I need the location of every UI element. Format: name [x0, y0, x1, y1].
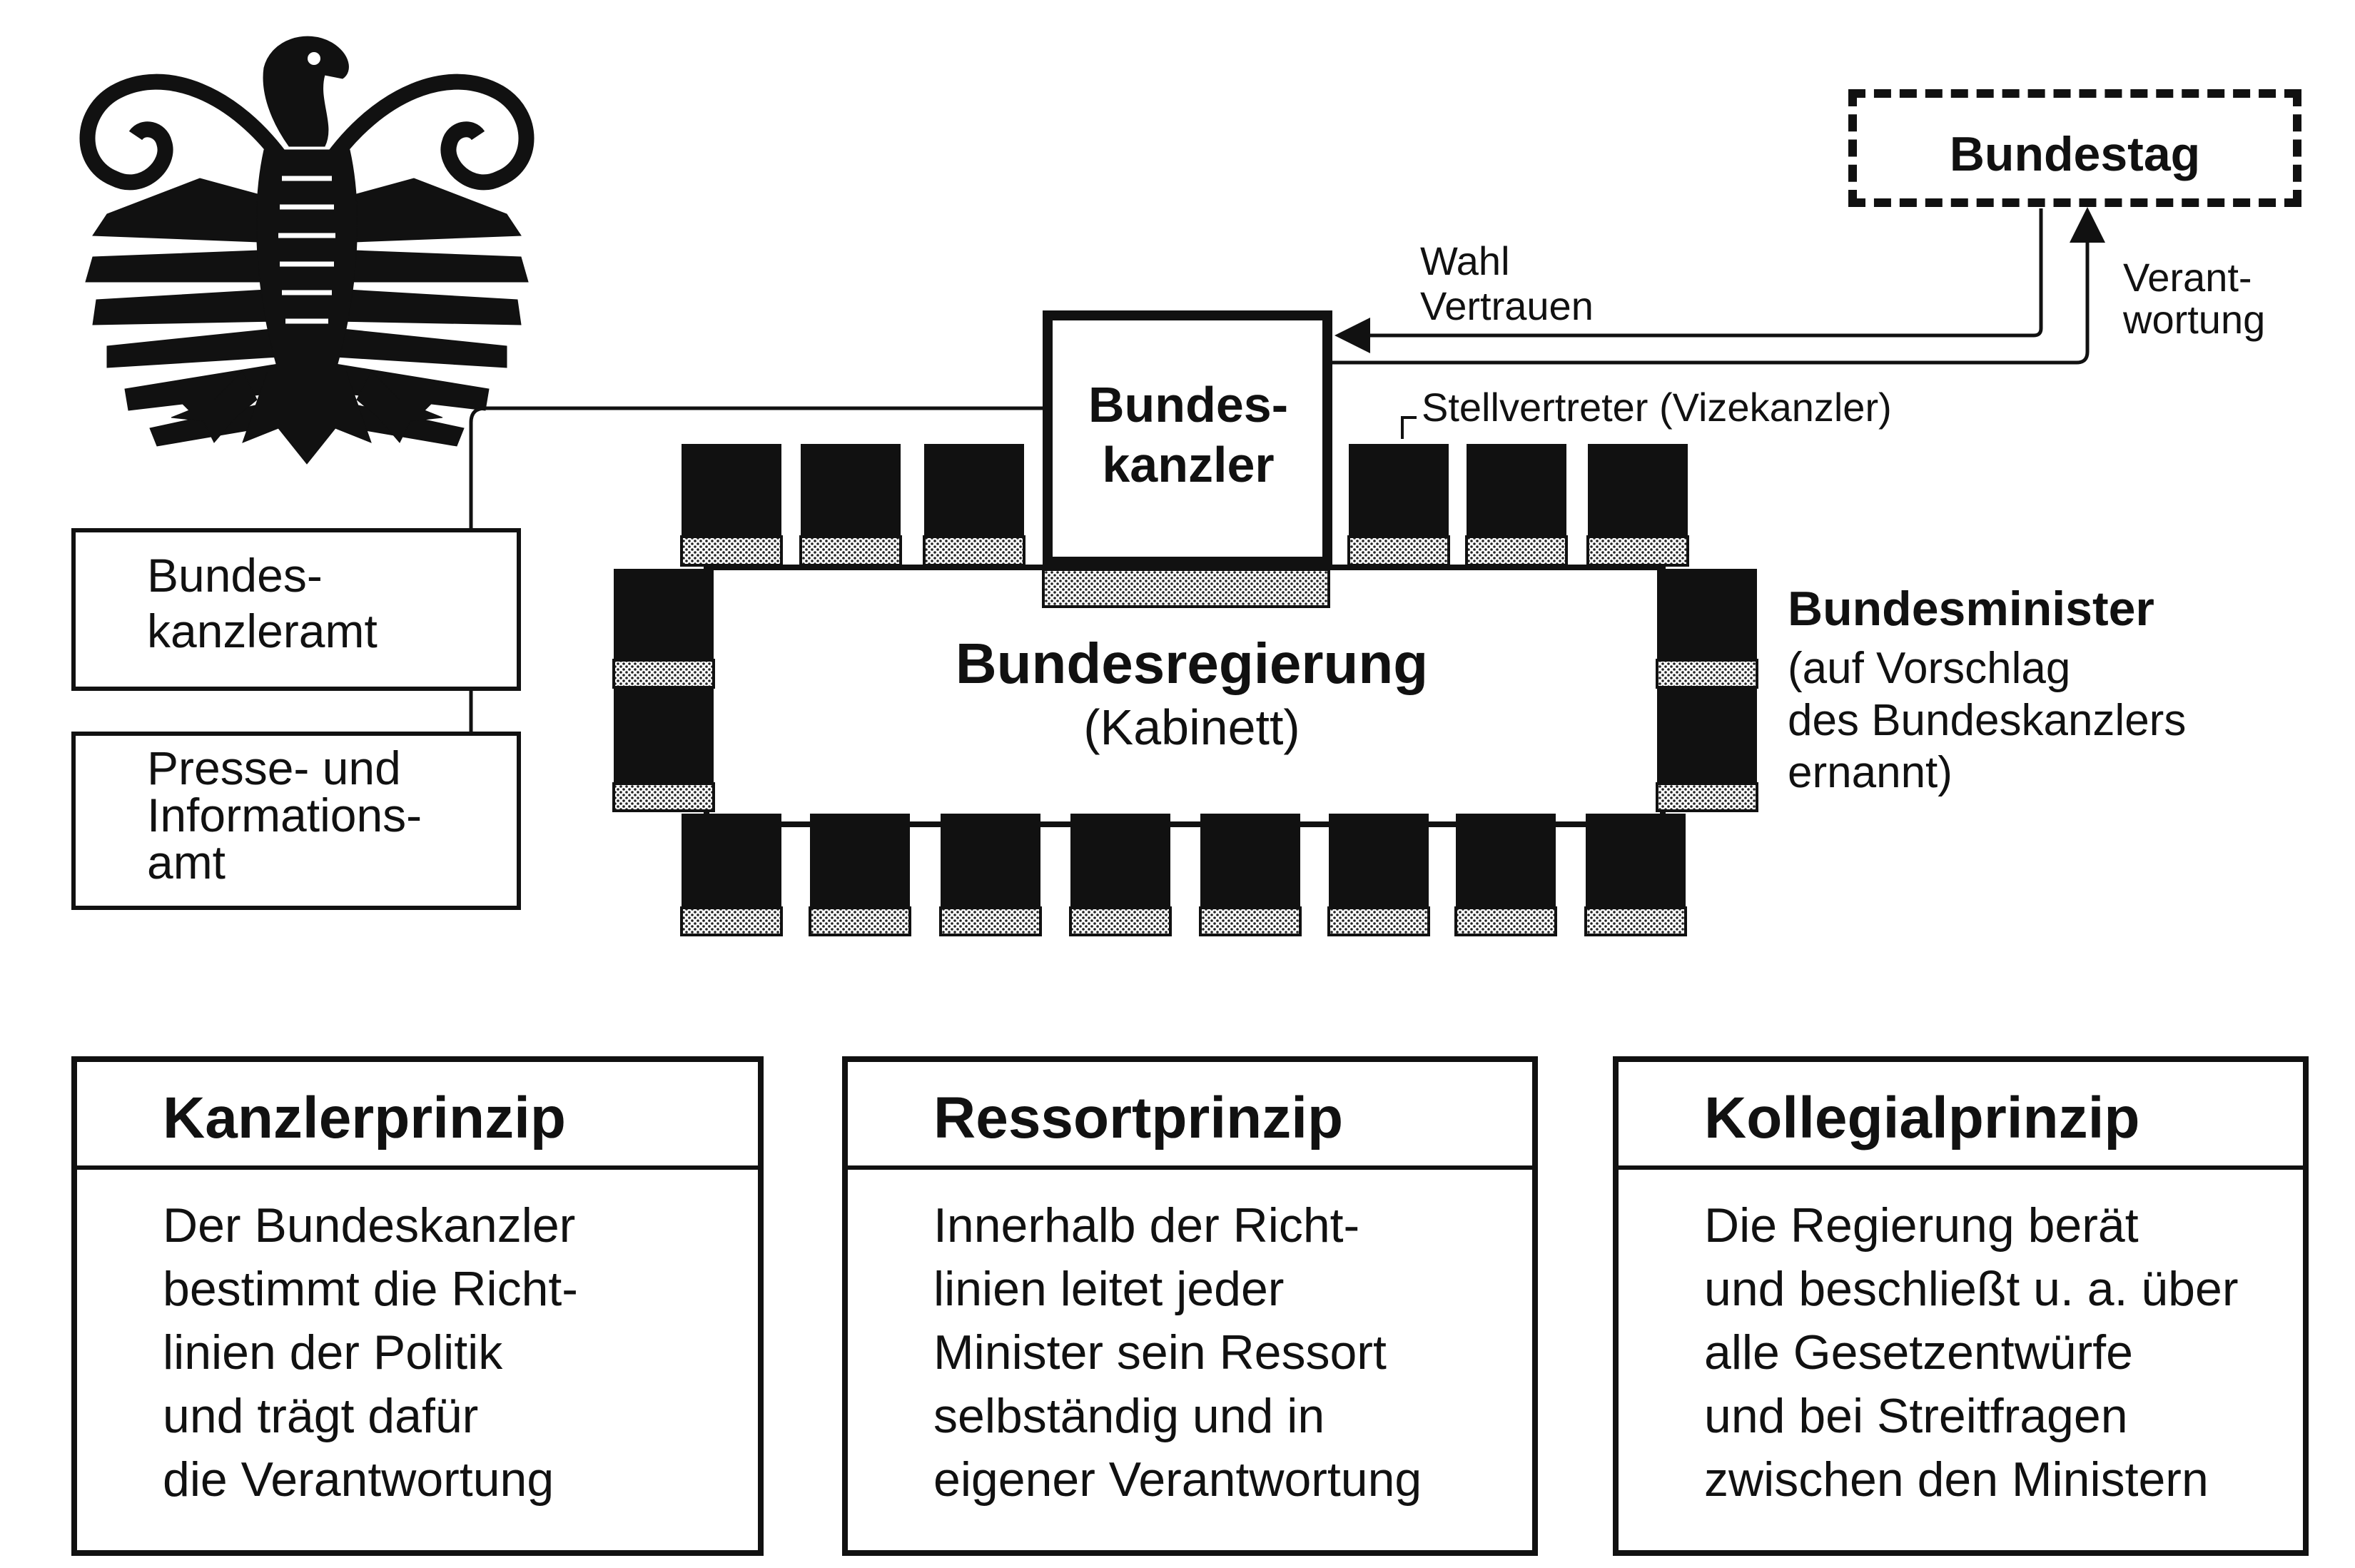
responsibility-label: Verant- wortung	[2123, 255, 2266, 342]
press-office-label: Presse- und Informations- amt	[147, 742, 422, 889]
principle-title-chancellor: Kanzlerprinzip	[163, 1086, 566, 1150]
principle-title-department: Ressortprinzip	[933, 1086, 1344, 1150]
principle-box-chancellor: Kanzlerprinzip Der Bundeskanzler bestimm…	[71, 1056, 764, 1556]
principle-text-collegial: Die Regierung berät und beschließt u. a.…	[1704, 1198, 2239, 1507]
ministers-title: Bundesminister	[1788, 582, 2154, 636]
federal-eagle-icon	[79, 36, 535, 465]
minister-seats-top	[680, 444, 1689, 567]
principle-box-department: Ressortprinzip Innerhalb der Richt- lini…	[842, 1056, 1538, 1556]
principle-text-chancellor: Der Bundeskanzler bestimmt die Richt- li…	[163, 1198, 578, 1507]
principle-box-collegial: Kollegialprinzip Die Regierung berät und…	[1613, 1056, 2309, 1556]
minister-seats-bottom	[680, 814, 1687, 936]
election-trust-label: Wahl Vertrauen	[1420, 238, 1594, 328]
minister-seats-left	[612, 569, 715, 812]
cabinet-table	[704, 565, 1666, 827]
ministers-note: (auf Vorschlag des Bundeskanzlers ernann…	[1788, 644, 2187, 798]
principle-text-department: Innerhalb der Richt- linien leitet jeder…	[933, 1198, 1422, 1507]
minister-seats-right	[1656, 569, 1758, 812]
vice-chancellor-label: Stellvertreter (Vizekanzler)	[1422, 385, 1892, 430]
bundestag-label: Bundestag	[1949, 127, 2201, 181]
bundestag-box: Bundestag	[1848, 89, 2301, 207]
cabinet-title: Bundesregierung	[955, 632, 1429, 695]
cabinet-subtitle: (Kabinett)	[1083, 699, 1300, 755]
principle-title-collegial: Kollegialprinzip	[1704, 1086, 2140, 1150]
press-office-box: Presse- und Informations- amt	[71, 732, 521, 910]
chancellor-label: Bundes- kanzler	[1088, 377, 1288, 492]
chancellery-label: Bundes- kanzleramt	[147, 549, 378, 657]
chancellor-seat	[1043, 310, 1332, 567]
chancellery-box: Bundes- kanzleramt	[71, 528, 521, 691]
